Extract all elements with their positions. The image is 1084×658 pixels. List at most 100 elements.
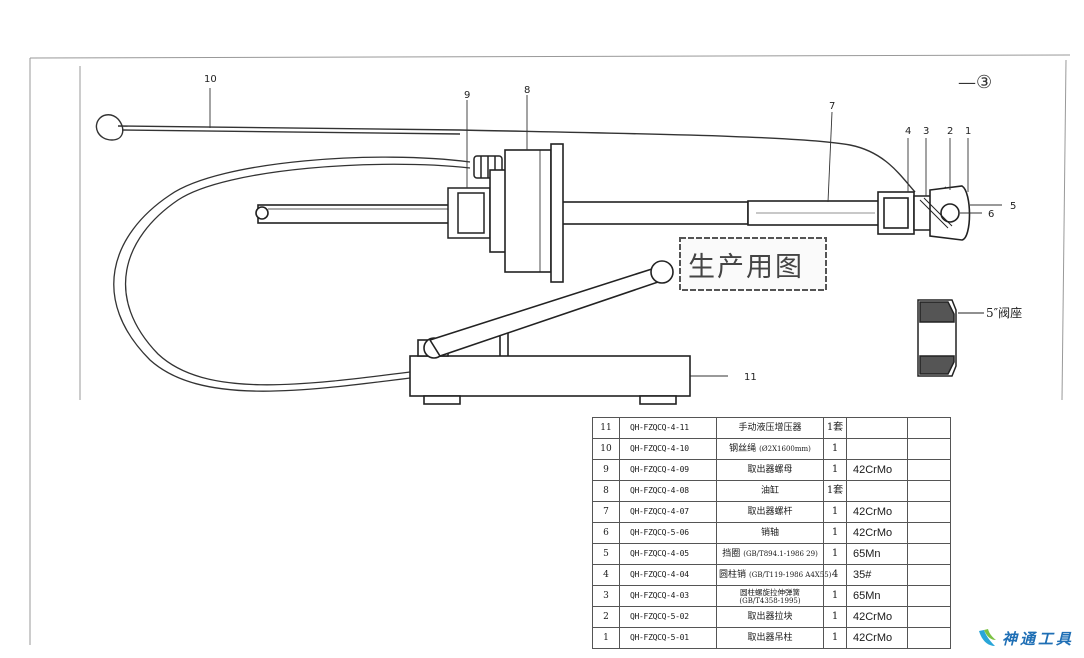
part-name-text: 取出器螺杆 (747, 507, 793, 517)
part-code: QH-FZQCQ-4-08 (619, 480, 717, 502)
part-quantity: 1 (823, 585, 847, 607)
notes-cell (907, 564, 951, 586)
callout-11: 11 (744, 372, 757, 383)
part-quantity: 1 (823, 438, 847, 460)
callout-6: 6 (988, 209, 994, 220)
row-number: 6 (592, 522, 620, 544)
part-name-text: 取出器吊柱 (747, 633, 793, 643)
part-name-text: 挡圈 (722, 549, 741, 559)
part-name: 手动液压增压器 (716, 417, 824, 439)
part-name: 圆柱螺旋拉伸弹簧(GB/T4358-1995) (716, 585, 824, 607)
wire-rope (95, 114, 916, 193)
part-material (846, 480, 908, 502)
callout-8: 8 (524, 85, 530, 96)
row-number: 4 (592, 564, 620, 586)
puller-head (877, 185, 971, 241)
callout-1: 1 (965, 126, 971, 137)
part-quantity: 1 (823, 606, 847, 628)
part-name: 钢丝绳(Ø2X1600mm) (716, 438, 824, 460)
part-code: QH-FZQCQ-5-06 (619, 522, 717, 544)
part-standard: (Ø2X1600mm) (759, 445, 811, 453)
notes-cell (907, 438, 951, 460)
part-name: 油缸 (716, 480, 824, 502)
part-material: 42CrMo (846, 459, 908, 481)
row-number: 2 (592, 606, 620, 628)
valve-seat (917, 299, 984, 377)
part-quantity: 1 (823, 543, 847, 565)
part-material: 65Mn (846, 585, 908, 607)
notes-cell (907, 606, 951, 628)
callout-5: 5 (1010, 201, 1016, 212)
page-mark: —③ (958, 72, 992, 93)
callout-10: 10 (204, 74, 217, 85)
row-number: 9 (592, 459, 620, 481)
scan-border (29, 54, 1071, 645)
row-number: 3 (592, 585, 620, 607)
part-name-text: 销轴 (760, 528, 779, 538)
part-material: 65Mn (846, 543, 908, 565)
row-number: 1 (592, 627, 620, 649)
part-code: QH-FZQCQ-5-01 (619, 627, 717, 649)
part-code: QH-FZQCQ-4-11 (619, 417, 717, 439)
part-code: QH-FZQCQ-4-10 (619, 438, 717, 460)
part-name-text: 圆柱螺旋拉伸弹簧 (740, 587, 800, 597)
logo-text: 神通工具 (1002, 629, 1075, 648)
part-quantity: 1 (823, 627, 847, 649)
part-name-text: 取出器螺母 (747, 465, 793, 475)
part-code: QH-FZQCQ-5-02 (619, 606, 717, 628)
notes-cell (907, 543, 951, 565)
part-name: 挡圈(GB/T894.1-1986 29) (716, 543, 824, 565)
part-name: 圆柱销(GB/T119-1986 A4X55) (716, 564, 831, 586)
production-stamp: 生产用图 (679, 237, 827, 291)
row-number: 5 (592, 543, 620, 565)
screw-rod (255, 200, 881, 226)
stamp-text: 生产用图 (688, 252, 804, 283)
part-name: 取出器螺母 (716, 459, 824, 481)
brand-logo: 神通工具 (976, 626, 1074, 650)
row-number: 7 (592, 501, 620, 523)
hydraulic-hose (113, 156, 471, 392)
part-name: 取出器拉块 (716, 606, 824, 628)
part-material (846, 438, 908, 460)
row-number: 11 (592, 417, 620, 439)
part-name: 销轴 (716, 522, 824, 544)
part-standard: (GB/T894.1-1986 29) (743, 550, 818, 558)
part-code: QH-FZQCQ-4-05 (619, 543, 717, 565)
part-quantity: 1 (823, 459, 847, 481)
part-material: 35# (846, 564, 908, 586)
part-code: QH-FZQCQ-4-09 (619, 459, 717, 481)
part-quantity: 1套 (823, 480, 847, 502)
row-number: 8 (592, 480, 620, 502)
notes-cell (907, 459, 951, 481)
callout-2: 2 (947, 126, 953, 137)
part-quantity: 1套 (823, 417, 847, 439)
callout-3: 3 (923, 126, 929, 137)
callout-9: 9 (464, 90, 470, 101)
valve-seat-label: 5″阀座 (986, 305, 1022, 320)
part-quantity: 1 (823, 522, 847, 544)
notes-cell (907, 627, 951, 649)
notes-cell (907, 480, 951, 502)
part-code: QH-FZQCQ-4-04 (619, 564, 717, 586)
part-standard: (GB/T4358-1995) (739, 596, 801, 605)
part-name-text: 钢丝绳 (729, 444, 757, 454)
hydraulic-pump (409, 260, 691, 405)
part-name: 取出器吊柱 (716, 627, 824, 649)
logo-icon (979, 629, 996, 646)
part-material: 42CrMo (846, 522, 908, 544)
part-name-text: 手动液压增压器 (738, 423, 802, 433)
part-name-text: 圆柱销 (719, 570, 747, 580)
part-material: 42CrMo (846, 627, 908, 649)
